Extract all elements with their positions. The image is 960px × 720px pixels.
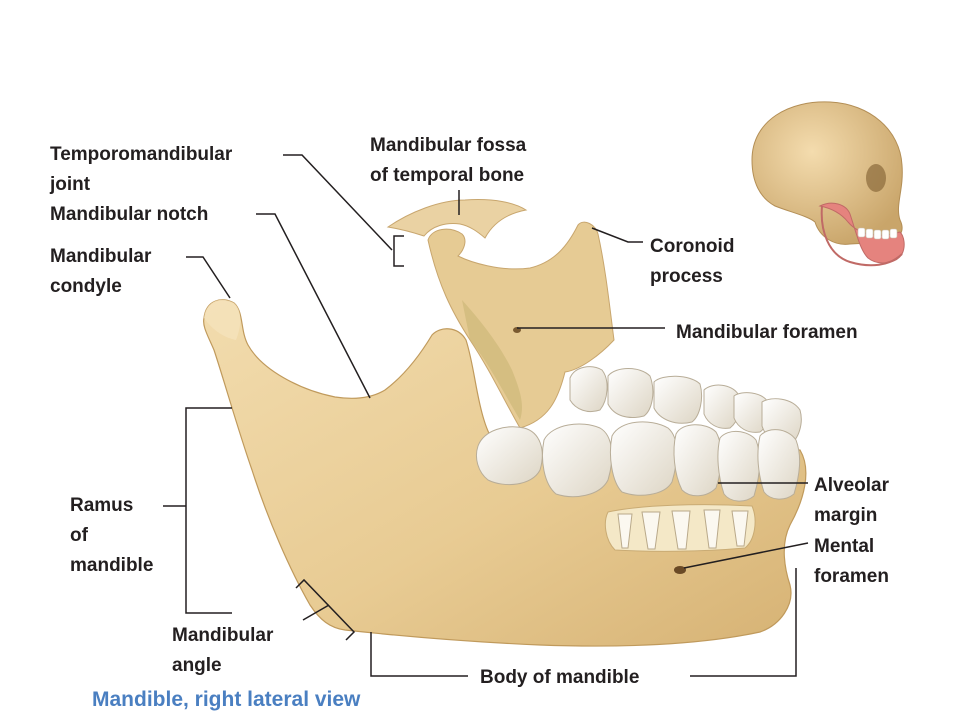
label-line: Mandibular foramen [676, 322, 858, 343]
label-alveolar-margin: Alveolar margin [814, 471, 889, 531]
label-line: joint [50, 174, 91, 195]
leader-lines [163, 154, 809, 677]
skull-inset [751, 101, 905, 267]
label-mandibular-condyle: Mandibular condyle [50, 242, 151, 302]
label-mental-foramen: Mental foramen [814, 532, 889, 592]
label-line: of [70, 525, 88, 546]
label-line: process [650, 266, 723, 287]
label-line: Alveolar [814, 475, 889, 496]
label-line: mandible [70, 555, 154, 576]
label-line: Mental [814, 536, 875, 557]
condyle-leader [186, 256, 231, 299]
label-line: margin [814, 505, 878, 526]
label-mandibular-angle: Mandibular angle [172, 621, 273, 681]
angle-bracket [295, 578, 356, 641]
mental-leader [683, 542, 809, 569]
label-line: Temporomandibular [50, 144, 233, 165]
label-body-of-mandible: Body of mandible [480, 663, 639, 693]
label-line: Mandibular notch [50, 204, 209, 225]
ramus-bracket [185, 407, 232, 614]
label-line: Coronoid [650, 236, 735, 257]
label-line: Mandibular [50, 246, 152, 267]
label-line: Ramus [70, 495, 134, 516]
angle-leader [302, 604, 330, 621]
label-mandibular-foramen: Mandibular foramen [676, 318, 858, 348]
tmj-bracket [393, 235, 404, 267]
far-teeth [569, 366, 802, 445]
label-line: condyle [50, 276, 122, 297]
condyle-head [204, 299, 241, 340]
tmj-leader [283, 154, 393, 251]
label-mandibular-fossa: Mandibular fossa of temporal bone [370, 131, 526, 191]
label-line: Mandibular [172, 625, 274, 646]
mental-foramen-hole [674, 566, 686, 574]
temporal-bone-fossa [386, 199, 528, 239]
body-bracket [370, 632, 468, 677]
label-ramus-of-mandible: Ramus of mandible [70, 491, 153, 581]
label-line: angle [172, 655, 222, 676]
far-ramus [427, 221, 615, 429]
body-bracket-right [690, 568, 797, 677]
label-temporomandibular-joint: Temporomandibular joint [50, 140, 232, 200]
label-line: of temporal bone [370, 165, 525, 186]
label-coronoid-process: Coronoid process [650, 232, 734, 292]
coronoid-leader [591, 227, 643, 243]
label-line: Mandibular fossa [370, 135, 527, 156]
tooth-roots [617, 509, 749, 550]
label-line: Body of mandible [480, 667, 640, 688]
far-ramus-shadow [462, 300, 523, 420]
figure-caption: Mandible, right lateral view [92, 688, 361, 711]
notch-leader [256, 213, 371, 399]
label-mandibular-notch: Mandibular notch [50, 200, 208, 230]
label-line: foramen [814, 566, 889, 587]
